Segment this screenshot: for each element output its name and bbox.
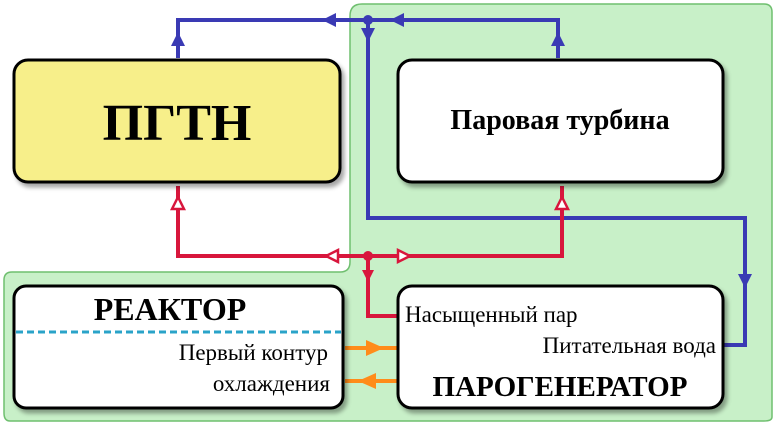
arrow-up-to-turbine-open	[553, 194, 571, 211]
coolant-arrows	[358, 340, 384, 389]
reactor-line1: Первый контур	[179, 340, 328, 365]
arrow-left-top-2	[390, 13, 404, 27]
arrow-left-open	[323, 247, 340, 265]
arrow-down-left	[361, 28, 375, 42]
turbine-block	[396, 58, 725, 184]
turbine-label: Паровая турбина	[450, 105, 669, 136]
steam-arrows	[169, 194, 571, 265]
saturated-steam-label: Насыщенный пар	[405, 302, 578, 327]
feed-water-label: Питательная вода	[543, 333, 716, 358]
steam-generator-block	[396, 284, 725, 410]
arrow-up-to-turbine	[551, 32, 565, 46]
arrow-up-to-pgtn-open	[169, 194, 187, 211]
reactor-title: РЕАКТОР	[94, 291, 247, 327]
reactor-line2: охлаждения	[213, 371, 331, 396]
feed-water-arrows	[171, 13, 752, 288]
pgtn-label: ПГТН	[103, 95, 252, 152]
pgtn-block	[12, 58, 342, 184]
steam-generator-title: ПАРОГЕНЕРАТОР	[433, 371, 688, 403]
steam-junction	[363, 251, 373, 261]
feed-water-junction	[363, 15, 373, 25]
arrow-down-right	[738, 274, 752, 288]
arrow-down-steam	[362, 270, 374, 282]
arrow-right-coolant	[366, 340, 384, 356]
arrow-up-to-pgtn	[171, 32, 185, 46]
arrow-right-open	[396, 247, 413, 265]
arrow-left-coolant	[358, 373, 376, 389]
reactor-block	[12, 284, 345, 410]
arrow-left-top	[322, 13, 336, 27]
